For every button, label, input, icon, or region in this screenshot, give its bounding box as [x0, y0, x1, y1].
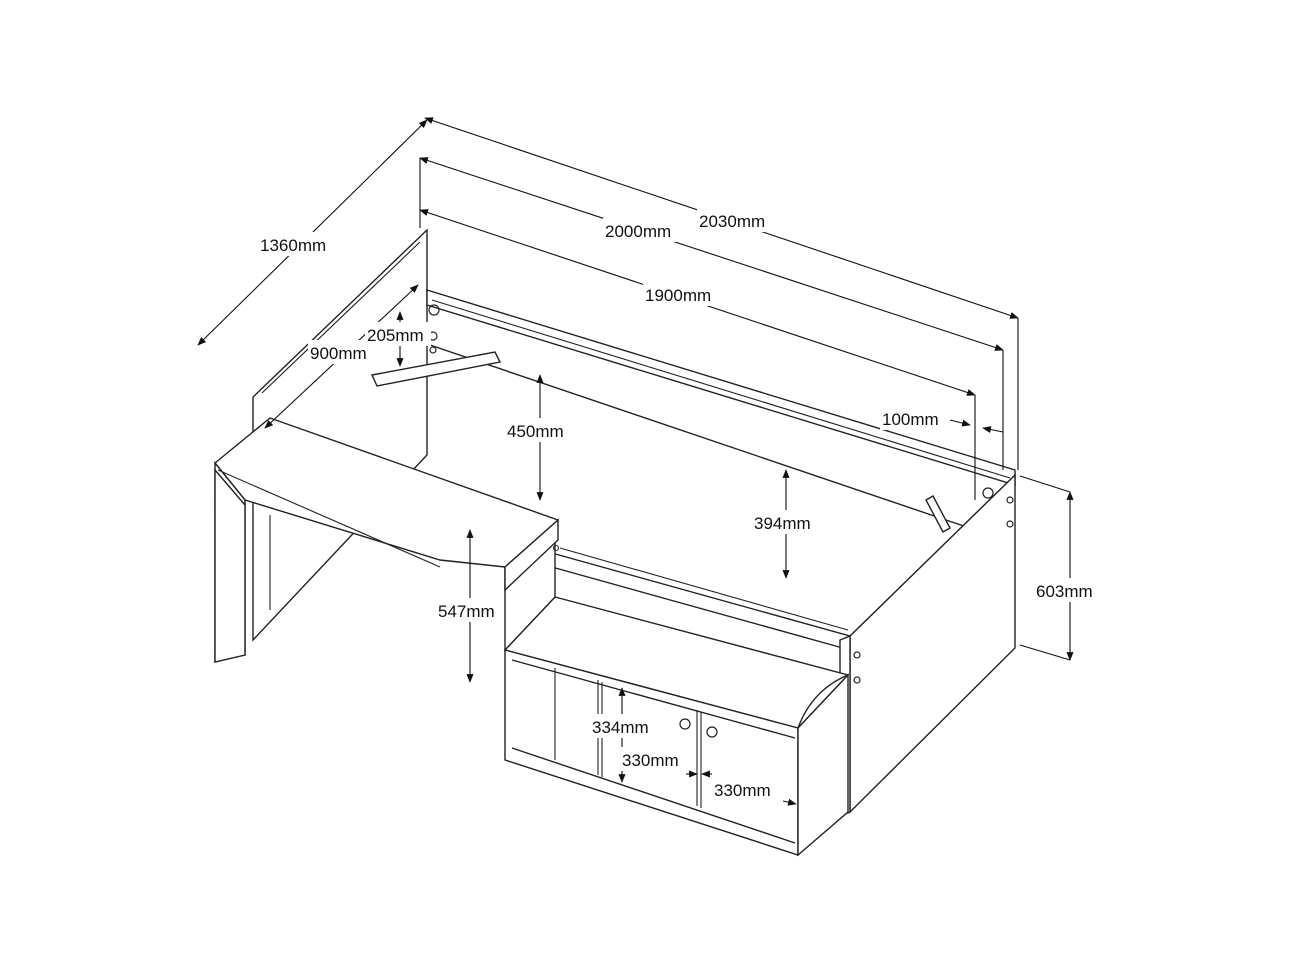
label-desk-height: 547mm	[438, 602, 495, 621]
dimension-labels: 2030mm 2000mm 1900mm 1360mm 900mm 205mm …	[258, 208, 1104, 801]
desk-leg	[214, 468, 246, 663]
label-bed-height: 603mm	[1036, 582, 1093, 601]
footboard-side	[849, 473, 1016, 814]
label-shelf-height: 334mm	[592, 718, 649, 737]
label-width-mattress: 900mm	[310, 344, 367, 363]
label-shelf-width-right: 330mm	[714, 781, 771, 800]
label-length-mattress: 1900mm	[645, 286, 711, 305]
label-shelf-width-left: 330mm	[622, 751, 679, 770]
back-rail	[426, 289, 1016, 486]
label-length-overall: 2030mm	[699, 212, 765, 231]
label-end-gap: 100mm	[882, 410, 939, 429]
label-length-bed: 2000mm	[605, 222, 671, 241]
label-desk-clearance: 450mm	[507, 422, 564, 441]
label-offset-slat: 205mm	[367, 326, 424, 345]
label-width-overall: 1360mm	[260, 236, 326, 255]
label-underbed-height: 394mm	[754, 514, 811, 533]
bed-frame	[214, 228, 1016, 857]
slat-bracket-right	[925, 495, 951, 533]
